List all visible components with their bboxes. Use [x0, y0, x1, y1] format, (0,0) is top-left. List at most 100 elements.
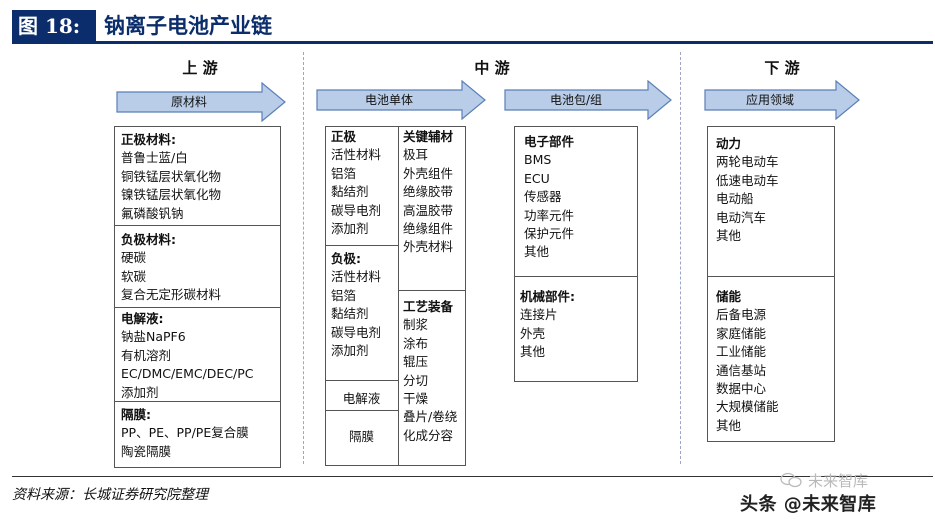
- list-item: 家庭储能: [716, 325, 767, 341]
- list-item: 两轮电动车: [716, 154, 779, 170]
- divider: [325, 245, 398, 246]
- arrow-shape: [116, 82, 286, 122]
- mechanical-parts-group: 机械部件: 连接片 外壳 其他: [520, 288, 575, 362]
- arrow-cell: 电池单体: [316, 80, 486, 120]
- list-item: 有机溶剂: [121, 347, 172, 363]
- arrow-applications-label: 应用领域: [745, 93, 794, 107]
- list-item: 外壳组件: [403, 165, 454, 181]
- electrolyte-group: 电解液: 钠盐NaPF6 有机溶剂 EC/DMC/EMC/DEC/PC 添加剂: [121, 310, 254, 402]
- storage-applications-group: 储能 后备电源 家庭储能 工业储能 通信基站 数据中心 大规模储能 其他: [716, 288, 779, 435]
- applications-box: [707, 126, 835, 442]
- storage-applications-heading: 储能: [716, 289, 742, 304]
- divider: [398, 126, 399, 466]
- list-item: 低速电动车: [716, 172, 779, 188]
- footer-rule: [12, 476, 933, 477]
- arrow-pack-label: 电池包/组: [549, 93, 603, 107]
- list-item: 铜铁锰层状氧化物: [121, 168, 222, 184]
- cell-separator-label: 隔膜: [348, 429, 374, 444]
- list-item: 分切: [403, 372, 429, 388]
- list-item: 数据中心: [716, 381, 767, 397]
- list-item: 添加剂: [331, 221, 369, 237]
- negative-electrode-group: 负极: 活性材料 铝箔 黏结剂 碳导电剂 添加剂: [331, 250, 381, 360]
- list-item: 传感器: [524, 189, 562, 205]
- list-item: 其他: [716, 228, 742, 244]
- list-item: BMS: [524, 152, 552, 168]
- source-note: 资料来源：长城证券研究院整理: [12, 487, 208, 503]
- arrow-cell-label: 电池单体: [364, 93, 413, 107]
- divider: [114, 401, 281, 402]
- cell-electrolyte-label: 电解液: [342, 391, 381, 406]
- list-item: 辊压: [403, 354, 429, 370]
- list-item: 连接片: [520, 307, 558, 323]
- list-item: PP、PE、PP/PE复合膜: [121, 425, 249, 441]
- positive-electrode-group: 正极 活性材料 铝箔 黏结剂 碳导电剂 添加剂: [331, 128, 381, 238]
- list-item: 碳导电剂: [331, 324, 382, 340]
- upstream-materials-box: [114, 126, 281, 468]
- arrow-raw-materials: 原材料: [116, 82, 286, 122]
- process-equipment-group: 工艺装备 制浆 涂布 辊压 分切 干燥 叠片/卷绕 化成分容: [403, 298, 457, 445]
- list-item: 高温胶带: [403, 202, 454, 218]
- list-item: 通信基站: [716, 362, 767, 378]
- arrow-pack: 电池包/组: [504, 80, 672, 120]
- list-item: 复合无定形碳材料: [121, 287, 222, 303]
- anode-materials-heading: 负极材料: [121, 232, 172, 247]
- figure-title: 钠离子电池产业链: [104, 14, 272, 38]
- electrolyte-heading: 电解液: [121, 311, 159, 326]
- list-item: 氟磷酸钒钠: [121, 205, 184, 221]
- divider: [325, 410, 398, 411]
- divider-midstream-downstream: [680, 52, 681, 464]
- list-item: 电动汽车: [716, 209, 767, 225]
- list-item: 活性材料: [331, 269, 382, 285]
- list-item: EC/DMC/EMC/DEC/PC: [121, 366, 254, 382]
- divider: [398, 290, 466, 291]
- electronic-parts-group: 电子部件 BMS ECU 传感器 功率元件 保护元件 其他: [524, 133, 574, 262]
- list-item: 大规模储能: [716, 399, 779, 415]
- list-item: 功率元件: [524, 207, 575, 223]
- mechanical-parts-heading: 机械部件: [520, 289, 571, 304]
- list-item: 保护元件: [524, 226, 575, 242]
- key-materials-group: 关键辅材 极耳 外壳组件 绝缘胶带 高温胶带 绝缘组件 外壳材料: [403, 128, 453, 257]
- cell-components-box: [325, 126, 466, 466]
- list-item: 普鲁士蓝/白: [121, 150, 188, 166]
- cathode-materials-group: 正极材料: 普鲁士蓝/白 铜铁锰层状氧化物 镍铁锰层状氧化物 氟磷酸钒钠: [121, 131, 221, 223]
- arrow-applications: 应用领域: [704, 80, 860, 120]
- list-item: 碳导电剂: [331, 202, 382, 218]
- wechat-icon: [780, 472, 802, 488]
- list-item: 电动船: [716, 191, 754, 207]
- arrow-shape: [504, 80, 672, 120]
- list-item: 其他: [524, 244, 550, 260]
- list-item: 极耳: [403, 147, 429, 163]
- watermark-bottom: 头条 @未来智库: [740, 494, 877, 515]
- pack-components-box: [514, 126, 638, 382]
- key-materials-heading: 关键辅材: [403, 129, 454, 144]
- list-item: 陶瓷隔膜: [121, 443, 172, 459]
- process-equipment-heading: 工艺装备: [403, 299, 454, 314]
- power-applications-heading: 动力: [716, 136, 742, 151]
- list-item: 绝缘组件: [403, 221, 454, 237]
- list-item: 工业储能: [716, 344, 767, 360]
- divider: [707, 276, 835, 277]
- divider: [325, 380, 398, 381]
- arrow-shape: [704, 80, 860, 120]
- list-item: 叠片/卷绕: [403, 409, 458, 425]
- list-item: 铝箔: [331, 165, 357, 181]
- divider: [114, 307, 281, 308]
- list-item: 后备电源: [716, 307, 767, 323]
- anode-materials-group: 负极材料: 硬碳 软碳 复合无定形碳材料: [121, 231, 221, 305]
- positive-electrode-heading: 正极: [331, 129, 357, 144]
- separator-group: 隔膜: PP、PE、PP/PE复合膜 陶瓷隔膜: [121, 406, 249, 461]
- arrow-raw-materials-label: 原材料: [170, 95, 207, 109]
- list-item: 软碳: [121, 268, 147, 284]
- list-item: 涂布: [403, 335, 429, 351]
- list-item: 其他: [716, 417, 742, 433]
- section-upstream-header: 上 游: [182, 59, 218, 77]
- divider-upstream-midstream: [303, 52, 304, 464]
- section-midstream-header: 中 游: [474, 59, 510, 77]
- list-item: ECU: [524, 170, 550, 186]
- arrow-shape: [316, 80, 486, 120]
- list-item: 外壳材料: [403, 239, 454, 255]
- electronic-parts-heading: 电子部件: [524, 134, 575, 149]
- cathode-materials-heading: 正极材料: [121, 132, 172, 147]
- list-item: 添加剂: [121, 384, 159, 400]
- negative-electrode-heading: 负极: [331, 251, 357, 266]
